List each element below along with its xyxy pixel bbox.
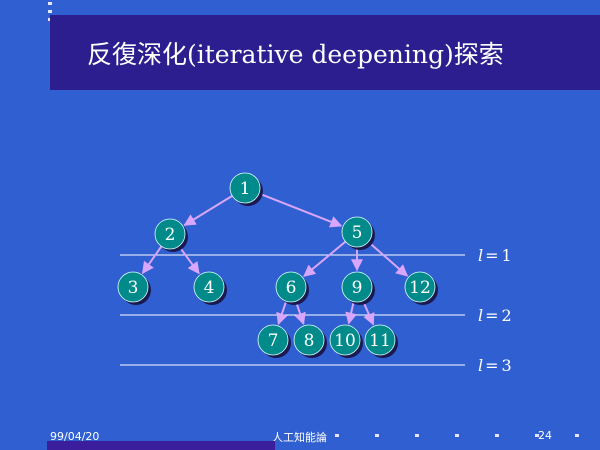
limit-operator: = — [485, 246, 498, 265]
tree-node-11: 11 — [364, 324, 398, 358]
decor-dot — [495, 434, 499, 437]
tree-node-2: 2 — [154, 218, 188, 252]
node-circle — [364, 324, 396, 356]
edge-9-11 — [362, 300, 375, 326]
limit-value: 1 — [502, 246, 512, 265]
node-label: 8 — [304, 331, 315, 351]
edge-9-10 — [345, 301, 357, 325]
edge-5-12 — [367, 241, 409, 277]
depth-limit-label-2: l=2 — [478, 306, 512, 325]
tree-node-10: 10 — [329, 324, 363, 358]
tree-node-8: 8 — [293, 324, 327, 358]
decor-dot — [455, 434, 459, 437]
node-label: 3 — [128, 278, 139, 298]
decor-dot — [535, 434, 539, 437]
level-labels: l=1l=2l=3 — [478, 246, 512, 375]
node-label: 2 — [165, 225, 176, 245]
limit-value: 3 — [502, 356, 512, 375]
node-label: 4 — [204, 278, 215, 298]
node-circle — [293, 324, 325, 356]
tree-node-1: 1 — [229, 172, 263, 206]
edge-1-2 — [183, 194, 233, 226]
edge-5-6 — [303, 240, 347, 277]
limit-operator: = — [485, 306, 498, 325]
depth-limit-label-1: l=1 — [478, 246, 512, 265]
node-circle — [117, 271, 149, 303]
slide-title: 反復深化(iterative deepening)探索 — [87, 40, 504, 69]
node-circle — [154, 218, 186, 250]
footer-date: 99/04/20 — [50, 430, 100, 443]
decor-dot — [415, 434, 419, 437]
node-label: 12 — [409, 278, 431, 298]
node-circle — [229, 172, 261, 204]
tree-node-5: 5 — [341, 216, 375, 250]
tree-node-9: 9 — [341, 271, 375, 305]
limit-variable: l — [478, 306, 483, 325]
depth-limit-label-3: l=3 — [478, 356, 512, 375]
tree-edges — [141, 192, 409, 326]
tree-node-7: 7 — [257, 324, 291, 358]
decor-dot — [335, 434, 339, 437]
node-circle — [404, 271, 436, 303]
tree-node-4: 4 — [193, 271, 227, 305]
node-label: 6 — [286, 278, 297, 298]
edge-2-3 — [141, 245, 163, 275]
node-circle — [275, 271, 307, 303]
edge-6-8 — [294, 300, 306, 326]
footer-bar — [47, 441, 275, 450]
tree-node-12: 12 — [404, 271, 438, 305]
node-circle — [329, 324, 361, 356]
node-label: 7 — [268, 331, 279, 351]
limit-variable: l — [478, 356, 483, 375]
footer-course-title: 人工知能論 — [272, 431, 327, 444]
page-number: 24 — [538, 429, 552, 442]
tree-node-6: 6 — [275, 271, 309, 305]
node-label: 9 — [352, 278, 363, 298]
decor-dot — [48, 2, 52, 5]
level-lines — [120, 254, 465, 366]
edge-6-7 — [276, 300, 288, 326]
tree-node-3: 3 — [117, 271, 151, 305]
decor-dot — [375, 434, 379, 437]
node-label: 11 — [369, 331, 391, 351]
node-circle — [341, 271, 373, 303]
node-label: 5 — [352, 223, 363, 243]
node-circle — [193, 271, 225, 303]
decor-dot — [48, 10, 52, 13]
title-bar: 反復深化(iterative deepening)探索 — [50, 15, 600, 90]
node-circle — [257, 324, 289, 356]
decor-dot — [575, 434, 579, 437]
limit-variable: l — [478, 246, 483, 265]
node-label: 10 — [334, 331, 356, 351]
node-label: 1 — [240, 179, 251, 199]
limit-value: 2 — [502, 306, 512, 325]
footer-marks-decoration — [335, 434, 595, 440]
edge-1-5 — [258, 192, 343, 228]
edge-2-4 — [178, 245, 200, 275]
node-circle — [341, 216, 373, 248]
limit-operator: = — [485, 356, 498, 375]
